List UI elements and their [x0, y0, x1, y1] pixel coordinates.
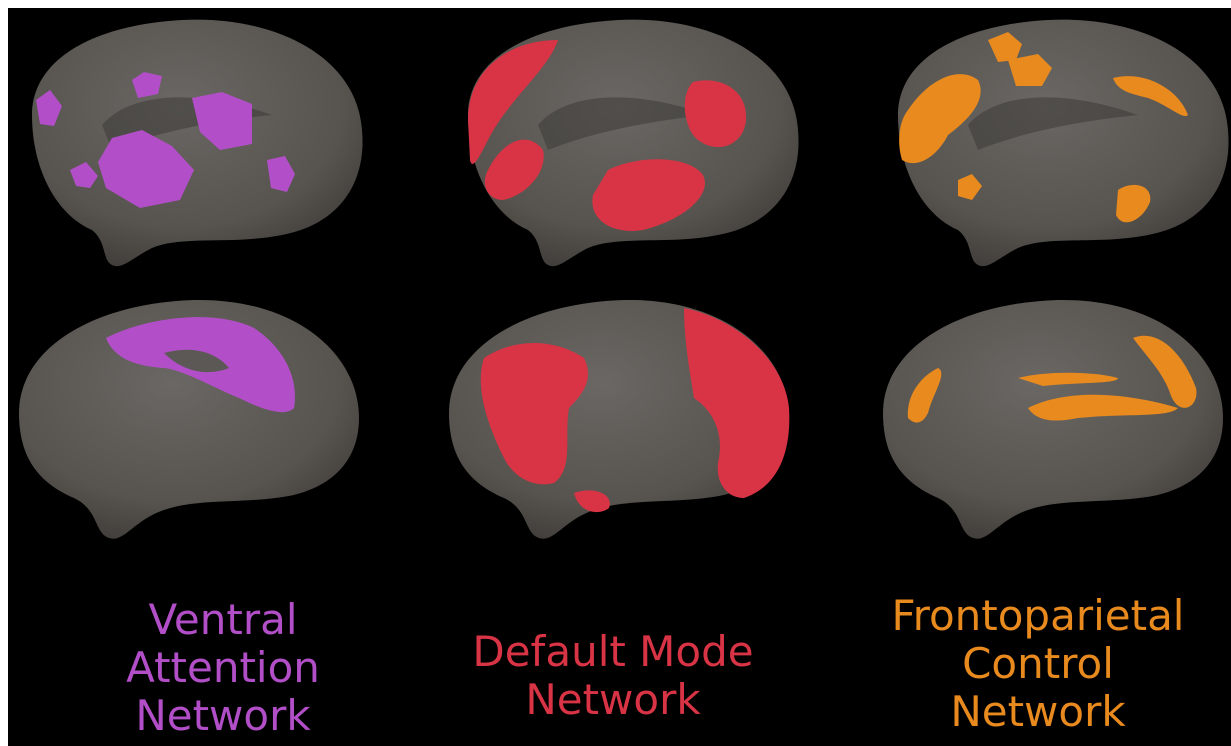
figure-panel: Ventral Attention Network Default Mode N…	[8, 8, 1231, 746]
label-line: Network	[950, 687, 1126, 736]
brain-medial-ventral	[19, 299, 359, 539]
ventral-attention-label: Ventral Attention Network	[98, 596, 348, 740]
label-line: Frontoparietal	[891, 591, 1185, 640]
brain-lateral-frontoparietal	[898, 19, 1229, 267]
label-line: Ventral	[148, 595, 298, 644]
label-line: Default Mode	[472, 627, 754, 676]
label-line: Control	[962, 639, 1114, 688]
brain-lateral-ventral	[32, 19, 363, 267]
label-line: Network	[525, 675, 701, 724]
brain-medial-default-mode	[449, 299, 790, 539]
default-mode-label: Default Mode Network	[448, 628, 778, 724]
frontoparietal-label: Frontoparietal Control Network	[858, 592, 1218, 736]
label-line: Network	[135, 691, 311, 740]
label-line: Attention	[126, 643, 320, 692]
brain-medial-frontoparietal	[883, 299, 1223, 539]
brain-lateral-default-mode	[468, 19, 799, 267]
brain-surface-figure	[19, 19, 1229, 539]
